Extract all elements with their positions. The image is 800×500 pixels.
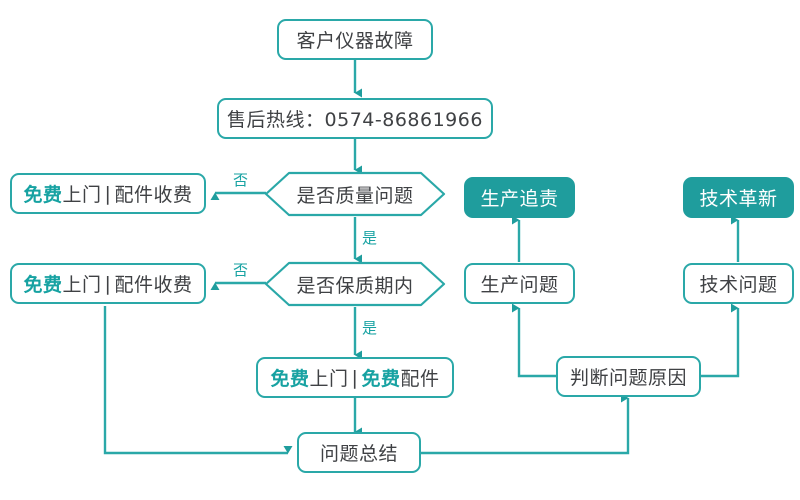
edge-label-quality-no: 否: [233, 171, 249, 189]
paid-parts-2-free-label: 免费: [23, 274, 63, 296]
decision-quality-shape: [264, 171, 446, 217]
node-technical-issue-label: 技术问题: [699, 274, 778, 296]
edge-label-quality-yes: 是: [362, 229, 378, 247]
node-paid-parts-1[interactable]: 免费上门|配件收费: [10, 173, 206, 214]
all-free-visit-accent: 免费: [270, 368, 310, 390]
node-diagnose-cause-label: 判断问题原因: [569, 367, 687, 389]
node-production-accountability[interactable]: 生产追责: [464, 177, 575, 218]
node-summary-label: 问题总结: [319, 443, 398, 465]
node-decision-warranty[interactable]: 是否保质期内: [251, 260, 459, 308]
node-hotline[interactable]: 售后热线：0574-86861966: [217, 98, 493, 139]
all-free-parts-rest: 配件: [400, 368, 440, 390]
node-summary[interactable]: 问题总结: [297, 432, 421, 473]
all-free-separator: |: [351, 366, 359, 389]
all-free-parts-accent: 免费: [361, 368, 401, 390]
edge-paid2-to-summary: [103, 306, 293, 455]
node-paid-parts-2[interactable]: 免费上门|配件收费: [10, 263, 206, 304]
node-technical-issue[interactable]: 技术问题: [683, 263, 794, 304]
paid-parts-2-visit-label: 上门: [62, 274, 102, 296]
node-decision-quality[interactable]: 是否质量问题: [251, 170, 459, 218]
decision-warranty-shape: [264, 261, 446, 307]
node-decision-quality-label: 是否质量问题: [296, 184, 414, 207]
paid-parts-1-tail-label: 配件收费: [114, 184, 193, 206]
paid-parts-2-tail-label: 配件收费: [114, 274, 193, 296]
edge-diagnose-to-production: [512, 303, 556, 378]
node-start[interactable]: 客户仪器故障: [277, 19, 433, 60]
node-hotline-label: 售后热线：0574-86861966: [227, 109, 483, 131]
paid-parts-1-visit-label: 上门: [62, 184, 102, 206]
node-decision-warranty-label: 是否保质期内: [296, 274, 414, 297]
edge-label-warranty-no: 否: [233, 261, 249, 279]
edge-diagnose-to-technical: [700, 303, 740, 378]
node-diagnose-cause[interactable]: 判断问题原因: [556, 356, 701, 397]
node-all-free[interactable]: 免费上门|免费配件: [256, 357, 454, 398]
edge-label-warranty-yes: 是: [362, 319, 378, 337]
edge-summary-to-diagnose: [421, 393, 630, 455]
node-technical-innovation[interactable]: 技术革新: [683, 177, 794, 218]
paid-parts-1-free-label: 免费: [23, 184, 63, 206]
paid-parts-1-separator: |: [104, 182, 112, 205]
all-free-visit-rest: 上门: [309, 368, 349, 390]
node-production-issue[interactable]: 生产问题: [464, 263, 575, 304]
node-production-issue-label: 生产问题: [480, 274, 559, 296]
node-technical-innovation-label: 技术革新: [699, 188, 778, 210]
node-production-accountability-label: 生产追责: [480, 188, 559, 210]
paid-parts-2-separator: |: [104, 272, 112, 295]
node-start-label: 客户仪器故障: [296, 30, 414, 52]
